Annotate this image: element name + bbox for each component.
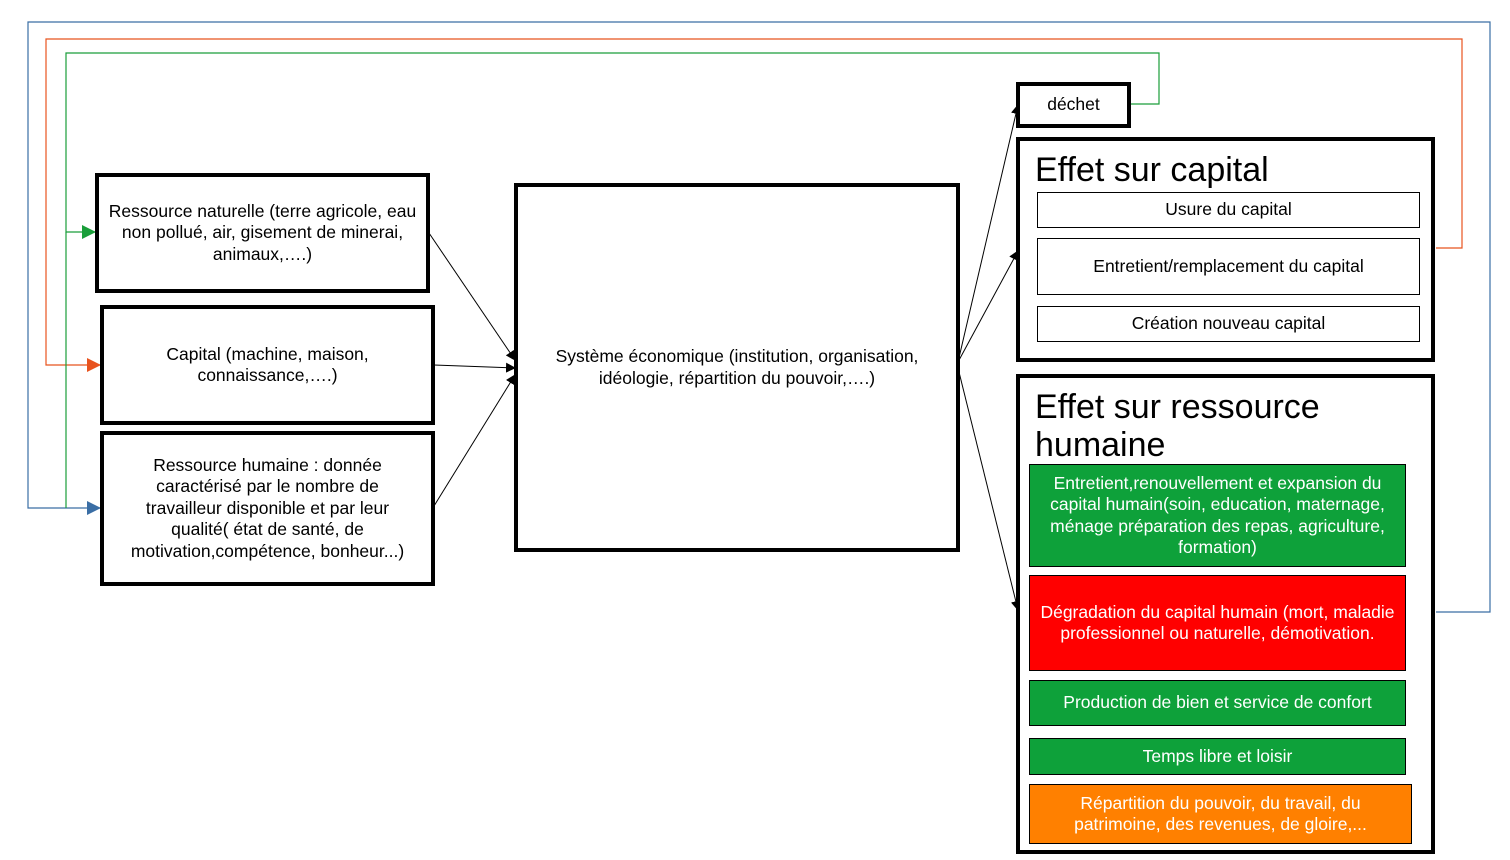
capital-label: Capital (machine, maison, connaissance,…… xyxy=(166,343,369,386)
loop-green-waste xyxy=(65,52,1160,239)
arrow-human-to-system xyxy=(433,374,516,507)
capital-effect-panel: Effet sur capital Usure du capital Entre… xyxy=(1016,137,1435,362)
human-effect-item-maintenance: Entretient,renouvellement et expansion d… xyxy=(1029,464,1406,567)
human-effect-item-degradation: Dégradation du capital humain (mort, mal… xyxy=(1029,575,1406,671)
arrow-system-to-waste xyxy=(957,104,1021,363)
capital-effect-item: Entretient/remplacement du capital xyxy=(1037,238,1420,295)
waste-label: déchet xyxy=(1047,94,1100,115)
natural-resource-box: Ressource naturelle (terre agricole, eau… xyxy=(95,173,430,293)
waste-box: déchet xyxy=(1016,82,1131,128)
arrow-natural-to-system xyxy=(428,232,516,361)
human-resource-box: Ressource humaine : donnée caractérisé p… xyxy=(100,431,435,586)
capital-effect-item: Création nouveau capital xyxy=(1037,306,1420,342)
arrow-system-to-human-effect xyxy=(957,367,1021,611)
loop-blue-human xyxy=(27,21,1491,613)
human-resource-label: Ressource humaine : donnée caractérisé p… xyxy=(130,454,405,561)
human-effect-item-production: Production de bien et service de confort xyxy=(1029,680,1406,726)
economic-system-label: Système économique (institution, organis… xyxy=(555,346,919,388)
capital-effect-item: Usure du capital xyxy=(1037,192,1420,228)
human-effect-title: Effet sur ressource humaine xyxy=(1035,388,1320,464)
human-effect-panel: Effet sur ressource humaine Entretient,r… xyxy=(1016,374,1435,854)
arrow-capital-to-system xyxy=(433,362,516,373)
human-effect-item-leisure: Temps libre et loisir xyxy=(1029,738,1406,775)
economic-system-box: Système économique (institution, organis… xyxy=(514,183,960,552)
natural-resource-label: Ressource naturelle (terre agricole, eau… xyxy=(108,200,417,264)
loop-orange-capital xyxy=(45,38,1463,372)
arrow-system-to-capital-effect xyxy=(957,250,1019,363)
capital-box: Capital (machine, maison, connaissance,…… xyxy=(100,305,435,425)
human-effect-item-distribution: Répartition du pouvoir, du travail, du p… xyxy=(1029,784,1412,844)
capital-effect-title: Effet sur capital xyxy=(1035,151,1269,189)
